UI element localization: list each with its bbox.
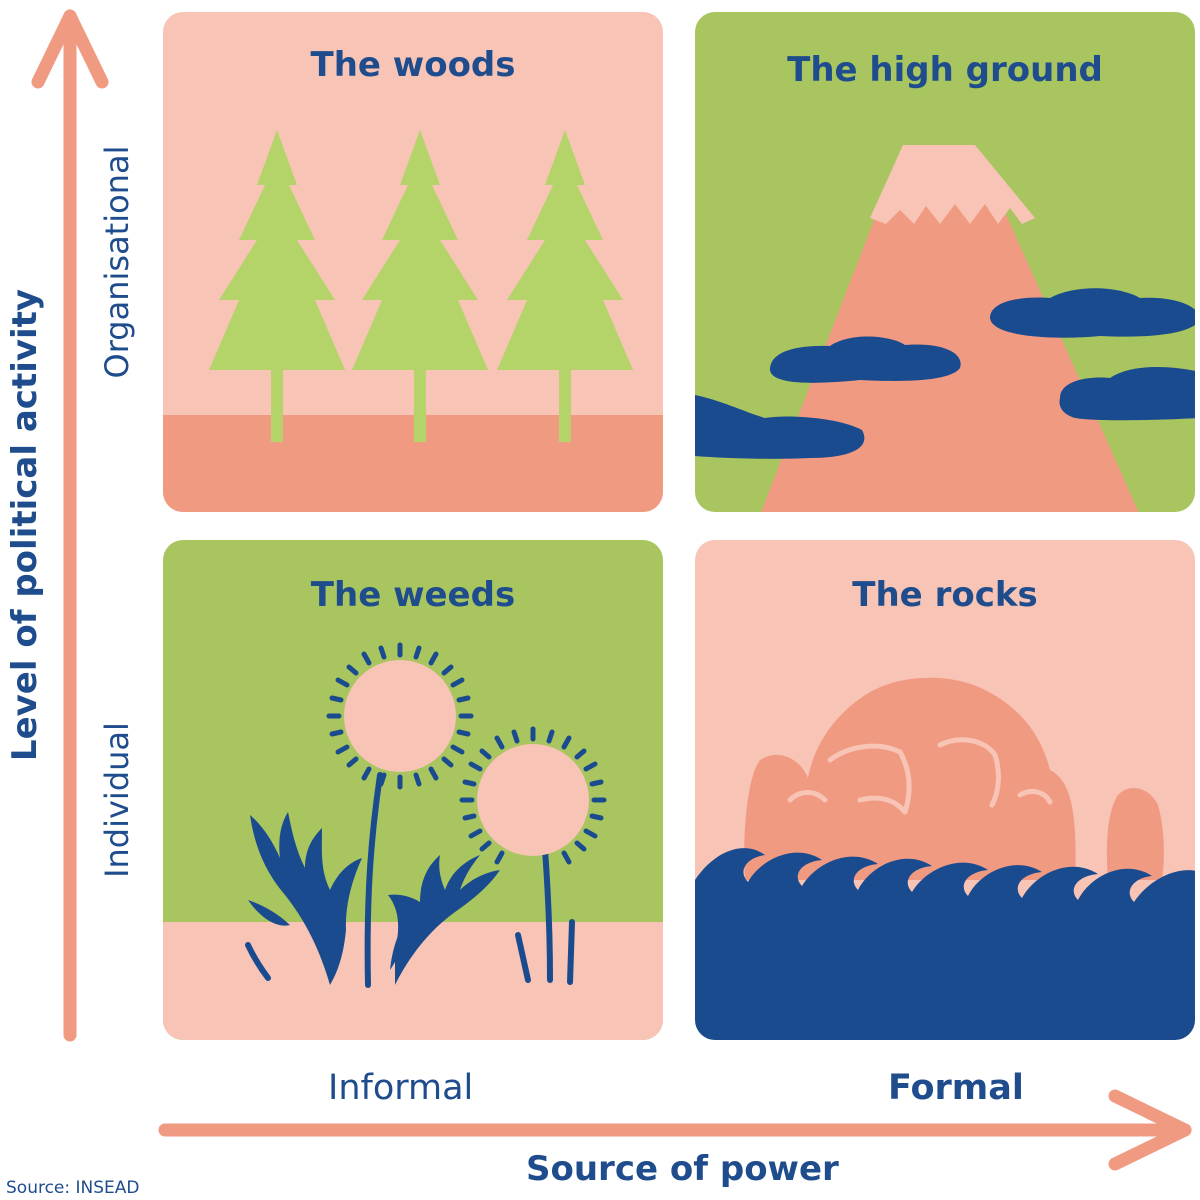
mountain-icon	[760, 145, 1140, 512]
source-note: Source: INSEAD	[6, 1178, 140, 1198]
wave-icon	[695, 848, 1195, 1040]
quadrant-woods-title: The woods	[310, 45, 516, 85]
tree-icon	[209, 130, 345, 442]
y-axis-high-label: Organisational	[98, 145, 136, 379]
dandelion-icon	[459, 726, 607, 865]
grass-icon	[245, 942, 271, 981]
quadrant-high-ground-title: The high ground	[787, 50, 1103, 90]
cloud-icon	[990, 288, 1195, 338]
quadrant-rocks-title: The rocks	[852, 575, 1038, 615]
quadrant-weeds-title: The weeds	[310, 575, 516, 615]
y-axis-title: Level of political activity	[5, 288, 45, 762]
y-axis-arrow	[31, 9, 109, 1042]
cloud-icon	[695, 395, 865, 459]
tree-icon	[497, 130, 633, 442]
x-axis-low-label: Informal	[328, 1068, 474, 1108]
quadrant-weeds	[163, 540, 663, 1040]
cloud-icon	[770, 336, 961, 383]
y-axis-low-label: Individual	[98, 722, 136, 878]
quadrant-high-ground	[695, 12, 1195, 512]
dandelion-icon	[326, 642, 474, 790]
x-axis-title: Source of power	[526, 1149, 839, 1189]
x-axis-arrow	[158, 1089, 1192, 1171]
tree-icon	[352, 130, 488, 442]
quadrant-woods	[163, 12, 663, 512]
x-axis-high-label: Formal	[888, 1068, 1024, 1108]
cloud-icon	[1059, 367, 1195, 421]
quadrant-rocks	[695, 540, 1195, 1040]
leaf-icon	[248, 812, 362, 985]
leaf-icon	[388, 855, 500, 985]
